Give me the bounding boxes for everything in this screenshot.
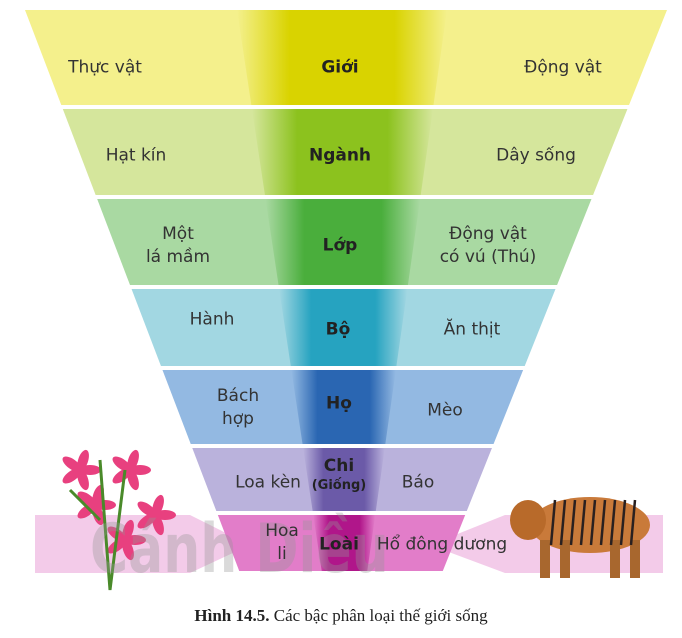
tiger-stripe	[549, 499, 557, 546]
tiger-leg	[560, 540, 570, 578]
rank-family: Họ	[326, 393, 352, 414]
plant-genus: Loa kèn	[235, 472, 301, 493]
tiger-stripe	[579, 499, 587, 546]
animal-family: Mèo	[427, 400, 463, 421]
rank-class: Lớp	[322, 235, 358, 256]
plant-phylum: Hạt kín	[105, 145, 167, 166]
tiger-stripe	[629, 499, 637, 546]
lily-petal	[62, 456, 82, 472]
animal-kingdom: Động vật	[524, 57, 602, 78]
tiger-leg	[540, 540, 550, 578]
lily-petal	[77, 491, 97, 507]
funnel-center-cell	[265, 199, 421, 285]
funnel-center-cell	[251, 109, 433, 195]
lily-stem	[68, 459, 127, 591]
lily-petal	[62, 468, 82, 484]
lily-petal	[137, 513, 157, 529]
figure-caption: Hình 14.5. Các bậc phân loại thế giới số…	[194, 606, 488, 625]
funnel-center-cell	[303, 448, 385, 511]
lily-petal	[77, 503, 97, 519]
tiger-body	[530, 497, 650, 553]
animal-phylum: Dây sống	[496, 145, 576, 166]
tiger-stripe	[569, 499, 577, 546]
funnel-center-cell	[279, 289, 408, 366]
funnel-center-cell	[291, 370, 396, 444]
animal-species: Hổ đông dương	[376, 534, 508, 555]
rank-order: Bộ	[325, 319, 351, 340]
lily-petal	[77, 449, 89, 472]
watermark: Cánh Diều	[90, 511, 389, 589]
rank-genus: Chi(Giống)	[311, 456, 367, 494]
lily-petal	[127, 449, 139, 472]
tiger-leg	[610, 540, 620, 578]
animal-order: Ăn thịt	[443, 319, 501, 340]
tiger-stripe	[609, 499, 617, 546]
lily-petal	[137, 501, 157, 517]
tiger-head	[510, 500, 546, 540]
rank-species: Loài	[319, 534, 359, 555]
rank-phylum: Ngành	[308, 145, 372, 166]
plant-kingdom: Thực vật	[68, 57, 142, 78]
lily-petal	[122, 519, 134, 542]
tiger-leg	[630, 540, 640, 578]
plant-order: Hành	[189, 309, 235, 330]
band-left-arrow	[35, 515, 250, 573]
tiger-stripe	[589, 499, 597, 546]
funnel-center-cell	[237, 10, 447, 105]
lily-petal	[112, 468, 132, 484]
tiger-stripe	[559, 499, 567, 546]
lily-petal	[112, 456, 132, 472]
animal-genus: Báo	[401, 472, 435, 493]
lily-petal	[152, 494, 164, 517]
funnel-center-cell	[313, 515, 376, 571]
tiger-stripe	[619, 499, 627, 546]
tiger-stripe	[599, 499, 607, 546]
rank-kingdom: Giới	[321, 57, 359, 78]
